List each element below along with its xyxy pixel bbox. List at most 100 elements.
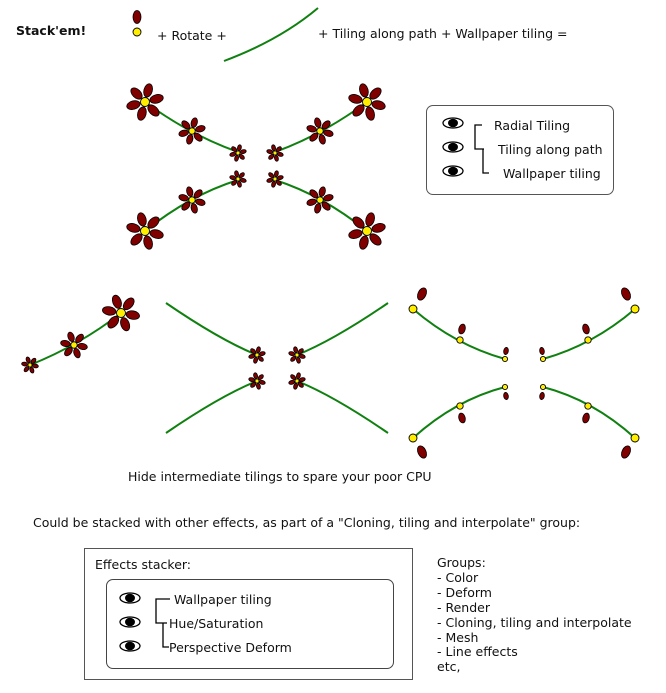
petal <box>621 445 631 459</box>
petal <box>130 233 143 246</box>
eye-icon[interactable] <box>119 616 141 628</box>
petal <box>306 198 317 206</box>
flower-center <box>294 352 300 358</box>
tree-connector <box>474 124 489 174</box>
petal <box>306 125 317 133</box>
flower-center <box>501 383 509 391</box>
effect-label: Hue/Saturation <box>169 616 264 631</box>
petal <box>309 132 319 142</box>
petal <box>503 392 509 400</box>
petal <box>111 294 122 309</box>
flower-center <box>140 226 150 236</box>
flower-center <box>316 127 324 135</box>
group-item: - Deform <box>437 584 492 600</box>
petal <box>67 331 75 342</box>
group-item: - Render <box>437 599 490 615</box>
petal <box>359 235 369 250</box>
petal <box>130 87 143 100</box>
petal <box>321 201 331 211</box>
stem-path <box>165 302 258 356</box>
groups-title: Groups: <box>437 555 486 570</box>
eye-icon[interactable] <box>442 165 464 177</box>
petal <box>318 134 326 145</box>
petal <box>125 310 140 320</box>
flower-center <box>272 150 278 156</box>
effect-label: Wallpaper tiling <box>174 592 272 607</box>
petal <box>178 194 189 202</box>
petal <box>195 125 206 133</box>
petal <box>365 212 375 227</box>
petal <box>190 117 198 128</box>
flower-center <box>235 150 241 156</box>
petal <box>137 212 147 227</box>
layer-label: Wallpaper tiling <box>503 166 601 181</box>
layer-label: Radial Tiling <box>494 118 571 133</box>
flower-center <box>316 196 324 204</box>
petal <box>126 100 141 110</box>
petal <box>137 106 147 121</box>
petal <box>147 216 160 229</box>
layer-row[interactable] <box>442 141 464 153</box>
flower-center <box>408 433 418 443</box>
group-item: - Color <box>437 569 479 585</box>
flower-center <box>408 304 418 314</box>
petal <box>178 129 189 137</box>
petal <box>352 104 365 117</box>
rotate-label: + Rotate + <box>157 28 227 43</box>
flower-center <box>456 402 464 410</box>
groups-list: Groups: - Color - Deform - Render - Clon… <box>437 555 632 675</box>
effect-row[interactable] <box>119 616 141 628</box>
petal <box>186 134 194 145</box>
equation-label: + Tiling along path + Wallpaper tiling = <box>318 26 568 41</box>
petal <box>143 235 153 250</box>
petal <box>539 392 545 400</box>
eye-icon[interactable] <box>119 640 141 652</box>
flower-center <box>132 27 142 37</box>
petal <box>371 100 386 110</box>
tree-connector <box>155 598 170 648</box>
effect-row[interactable] <box>119 640 141 652</box>
petal <box>458 412 466 424</box>
eye-icon[interactable] <box>442 117 464 129</box>
layer-row[interactable] <box>442 165 464 177</box>
petal <box>369 87 382 100</box>
petal <box>348 229 363 239</box>
stack-note: Could be stacked with other effects, as … <box>33 515 581 530</box>
petal <box>190 203 198 214</box>
flower-center <box>501 355 509 363</box>
petal <box>64 346 73 357</box>
petal <box>352 216 365 229</box>
petal <box>621 287 631 301</box>
petal <box>458 323 466 335</box>
petal <box>321 120 331 130</box>
layer-label: Tiling along path <box>498 142 603 157</box>
group-item: - Cloning, tiling and interpolate <box>437 614 632 630</box>
eye-icon[interactable] <box>119 592 141 604</box>
flower-center <box>630 433 640 443</box>
petal <box>582 412 590 424</box>
petal <box>318 186 326 197</box>
stem-path <box>412 308 506 360</box>
stem-path <box>412 386 506 439</box>
petal <box>323 194 334 202</box>
flower-center <box>456 336 464 344</box>
petal <box>193 132 203 142</box>
flower-center <box>362 97 372 107</box>
petal <box>143 83 153 98</box>
petal <box>365 106 375 121</box>
flower-center <box>27 362 33 368</box>
petal <box>102 306 117 316</box>
flower-center <box>254 378 260 384</box>
layers-panel: Radial Tiling Tiling along path Wallpape… <box>426 105 614 195</box>
flower-center <box>140 97 150 107</box>
layer-row[interactable] <box>442 117 464 129</box>
petal <box>126 223 141 233</box>
stem-path <box>274 101 368 153</box>
petal <box>417 445 427 459</box>
effect-row[interactable] <box>119 592 141 604</box>
petal <box>314 203 322 214</box>
effects-stacker-title: Effects stacker: <box>95 557 192 572</box>
eye-icon[interactable] <box>442 141 464 153</box>
effects-stacker-panel: Effects stacker: Wallpaper tiling Hue/Sa… <box>84 548 413 680</box>
effect-label: Perspective Deform <box>169 640 292 655</box>
